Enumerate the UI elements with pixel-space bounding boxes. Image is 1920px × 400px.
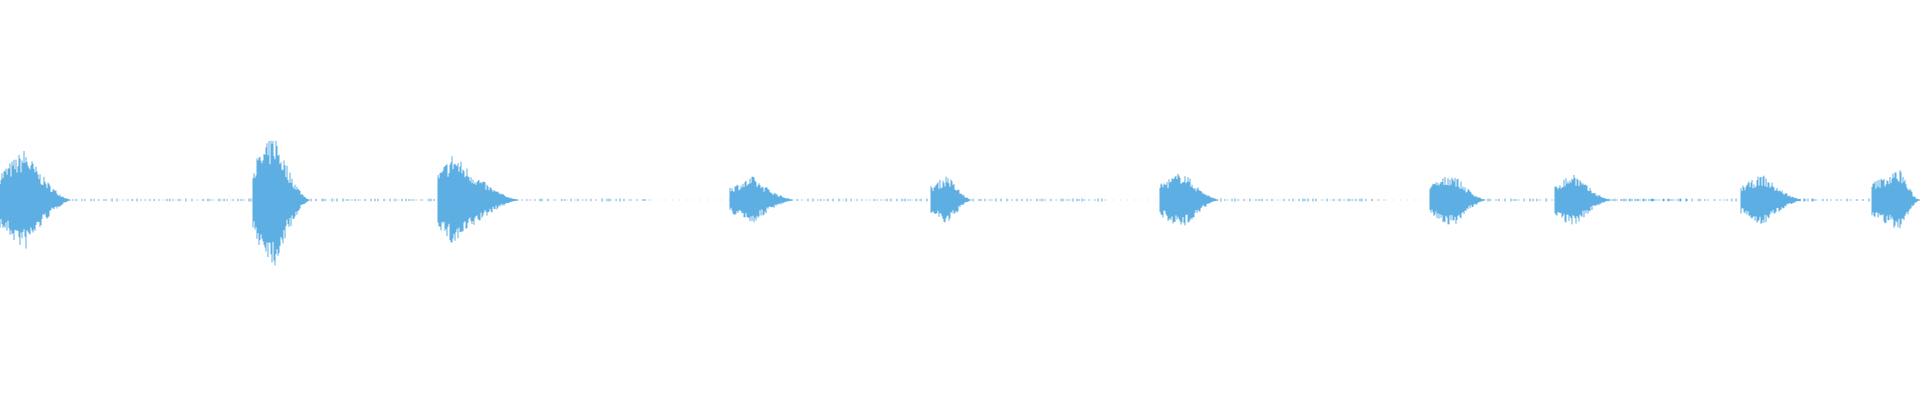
waveform-burst-3 bbox=[437, 156, 650, 243]
waveform-burst-path bbox=[0, 151, 268, 249]
waveform-burst-path bbox=[1159, 173, 1385, 226]
waveform-burst-5 bbox=[930, 176, 1106, 223]
waveform-burst-10 bbox=[1871, 170, 1919, 229]
waveform-burst-path bbox=[437, 156, 650, 243]
waveform-burst-6 bbox=[1159, 173, 1385, 226]
waveform-burst-path bbox=[1871, 170, 1919, 229]
waveform-burst-1 bbox=[0, 151, 268, 249]
waveform-burst-2 bbox=[252, 140, 469, 266]
waveform-burst-4 bbox=[729, 176, 928, 223]
waveform-burst-path bbox=[930, 176, 1106, 223]
waveform-burst-path bbox=[729, 176, 928, 223]
waveform-bars bbox=[0, 140, 1920, 266]
waveform-burst-path bbox=[252, 140, 469, 266]
